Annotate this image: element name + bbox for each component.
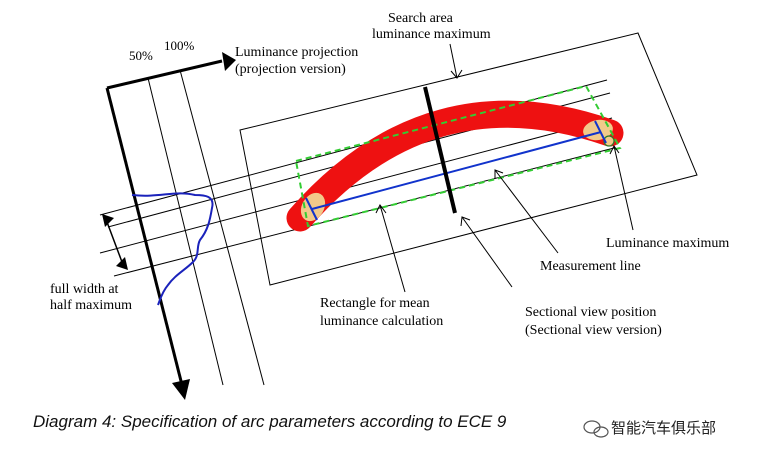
label-search-area-1: Search area bbox=[388, 11, 454, 26]
label-rectangle-1: Rectangle for mean bbox=[320, 296, 430, 311]
watermark-text: 智能汽车俱乐部 bbox=[611, 419, 716, 437]
luminance-profile-curve bbox=[131, 192, 214, 306]
arc-shape bbox=[286, 100, 624, 232]
leader-lines bbox=[375, 43, 634, 293]
watermark: 智能汽车俱乐部 bbox=[583, 419, 716, 438]
diagram-caption: Diagram 4: Specification of arc paramete… bbox=[33, 412, 507, 431]
mean-luminance-rectangle bbox=[294, 84, 622, 228]
label-pct-100: 100% bbox=[164, 38, 195, 53]
projection-axes bbox=[105, 52, 265, 400]
label-search-area-2: luminance maximum bbox=[372, 27, 491, 42]
label-sectional-1: Sectional view position bbox=[525, 305, 656, 320]
label-sectional-2: (Sectional view version) bbox=[525, 323, 662, 338]
measurement-line-shape bbox=[305, 120, 607, 221]
wechat-icon bbox=[583, 420, 609, 438]
label-projection-2: (projection version) bbox=[235, 62, 346, 77]
fwhm-arrow bbox=[102, 214, 128, 270]
label-fwhm-2: half maximum bbox=[50, 298, 132, 313]
label-luminance-maximum: Luminance maximum bbox=[606, 236, 729, 251]
label-fwhm-1: full width at bbox=[50, 282, 119, 297]
label-measurement-line: Measurement line bbox=[540, 259, 641, 274]
sectional-view-line bbox=[423, 86, 457, 214]
search-area-box bbox=[239, 32, 698, 286]
label-projection-1: Luminance projection bbox=[235, 45, 358, 60]
label-rectangle-2: luminance calculation bbox=[320, 314, 443, 329]
label-pct-50: 50% bbox=[129, 48, 153, 63]
